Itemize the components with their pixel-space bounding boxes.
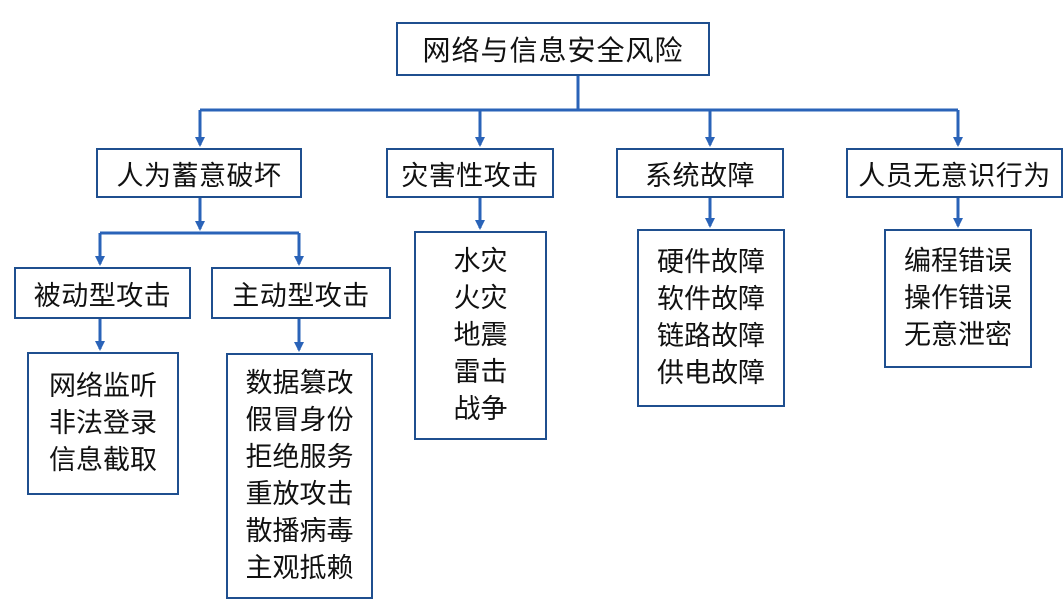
list-item: 软件故障 [657, 284, 765, 315]
list-item: 战争 [453, 394, 508, 425]
list-item: 重放攻击 [245, 479, 354, 510]
list-item: 无意泄密 [904, 320, 1012, 351]
list-item: 编程错误 [904, 246, 1012, 277]
category-disaster-attack: 灾害性攻击 [386, 148, 554, 198]
category-label: 系统故障 [645, 160, 755, 192]
list-item: 水灾 [453, 246, 508, 277]
list-active-attack-items: 数据篡改 假冒身份 拒绝服务 重放攻击 散播病毒 主观抵赖 [226, 353, 373, 599]
list-item: 硬件故障 [657, 247, 765, 278]
category-deliberate-damage: 人为蓄意破坏 [96, 148, 302, 198]
list-system-failure-items: 硬件故障 软件故障 链路故障 供电故障 [637, 229, 785, 407]
subcategory-passive-attack: 被动型攻击 [14, 267, 191, 319]
root-label: 网络与信息安全风险 [422, 34, 684, 67]
list-item: 散播病毒 [245, 516, 354, 547]
category-label: 灾害性攻击 [401, 160, 539, 192]
list-disaster-items: 水灾 火灾 地震 雷击 战争 [414, 231, 547, 440]
subcategory-active-attack: 主动型攻击 [211, 267, 391, 319]
list-item: 主观抵赖 [245, 553, 354, 584]
category-label: 人为蓄意破坏 [116, 160, 282, 192]
list-item: 火灾 [453, 283, 508, 314]
root-node: 网络与信息安全风险 [396, 22, 710, 76]
list-item: 链路故障 [657, 321, 765, 352]
subcategory-label: 被动型攻击 [33, 280, 172, 312]
category-unintentional-behavior: 人员无意识行为 [846, 148, 1063, 198]
list-unintentional-items: 编程错误 操作错误 无意泄密 [884, 229, 1032, 368]
list-item: 信息截取 [49, 445, 157, 476]
category-label: 人员无意识行为 [858, 160, 1051, 192]
list-item: 假冒身份 [245, 405, 354, 436]
list-item: 拒绝服务 [245, 442, 354, 473]
list-item: 操作错误 [904, 283, 1012, 314]
subcategory-label: 主动型攻击 [232, 280, 370, 312]
list-item: 供电故障 [657, 358, 765, 389]
list-item: 地震 [453, 320, 508, 351]
list-passive-attack-items: 网络监听 非法登录 信息截取 [27, 352, 179, 495]
list-item: 数据篡改 [245, 368, 354, 399]
list-item: 雷击 [453, 357, 508, 388]
list-item: 网络监听 [49, 371, 157, 402]
list-item: 非法登录 [49, 408, 157, 439]
category-system-failure: 系统故障 [616, 148, 784, 198]
